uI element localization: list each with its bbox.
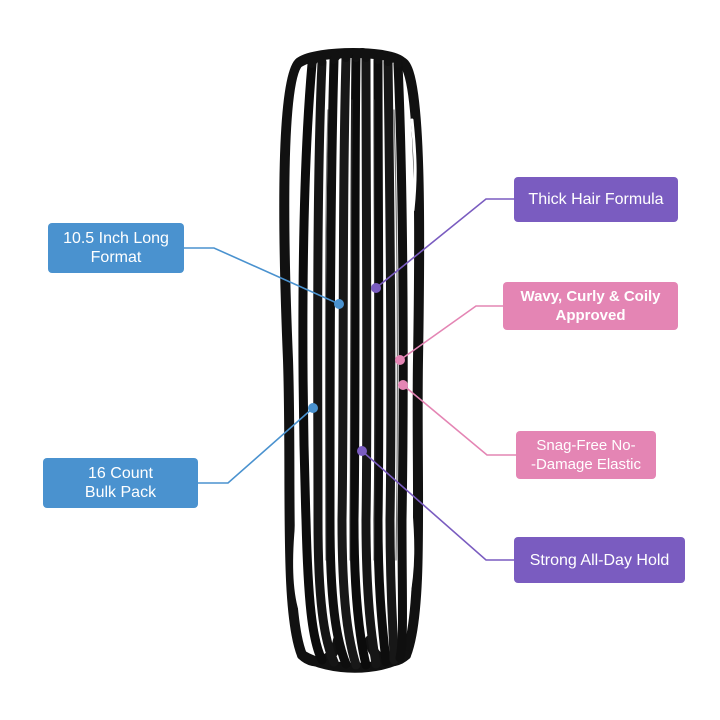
callout-wavy-line1: Wavy, Curly & Coily	[520, 288, 661, 305]
connector-hold	[361, 450, 514, 561]
elastic-band-loops	[279, 48, 425, 673]
dot-thick	[371, 283, 381, 293]
dot-count	[308, 403, 318, 413]
callout-count: 16 Count Bulk Pack	[43, 458, 198, 508]
connector-count	[198, 407, 314, 484]
callout-thick: Thick Hair Formula	[514, 177, 678, 222]
callout-hold-line1: Strong All-Day Hold	[529, 551, 670, 569]
dot-wavy	[395, 355, 405, 365]
callout-thick-line1: Thick Hair Formula	[528, 191, 664, 208]
connector-length	[184, 247, 340, 305]
callout-hold: Strong All-Day Hold	[514, 537, 685, 583]
callout-length-line2: Format	[90, 249, 142, 266]
connector-snag	[402, 384, 516, 456]
connector-thick	[375, 198, 514, 289]
dot-snag	[398, 380, 408, 390]
dot-hold	[357, 446, 367, 456]
connector-wavy	[399, 305, 503, 361]
callout-snag: Snag-Free No- -Damage Elastic	[516, 431, 656, 479]
callout-count-line2: Bulk Pack	[84, 484, 157, 501]
callout-dots	[308, 283, 408, 456]
dot-length	[334, 299, 344, 309]
callout-wavy: Wavy, Curly & Coily Approved	[503, 282, 678, 330]
callout-snag-line1: Snag-Free No-	[536, 437, 636, 454]
callout-length: 10.5 Inch Long Format	[48, 223, 184, 273]
callout-snag-line2: -Damage Elastic	[530, 456, 642, 473]
callout-connectors	[184, 198, 516, 561]
callout-wavy-line2: Approved	[555, 307, 626, 324]
callout-length-line1: 10.5 Inch Long	[63, 230, 169, 247]
callout-count-line1: 16 Count	[88, 465, 153, 482]
